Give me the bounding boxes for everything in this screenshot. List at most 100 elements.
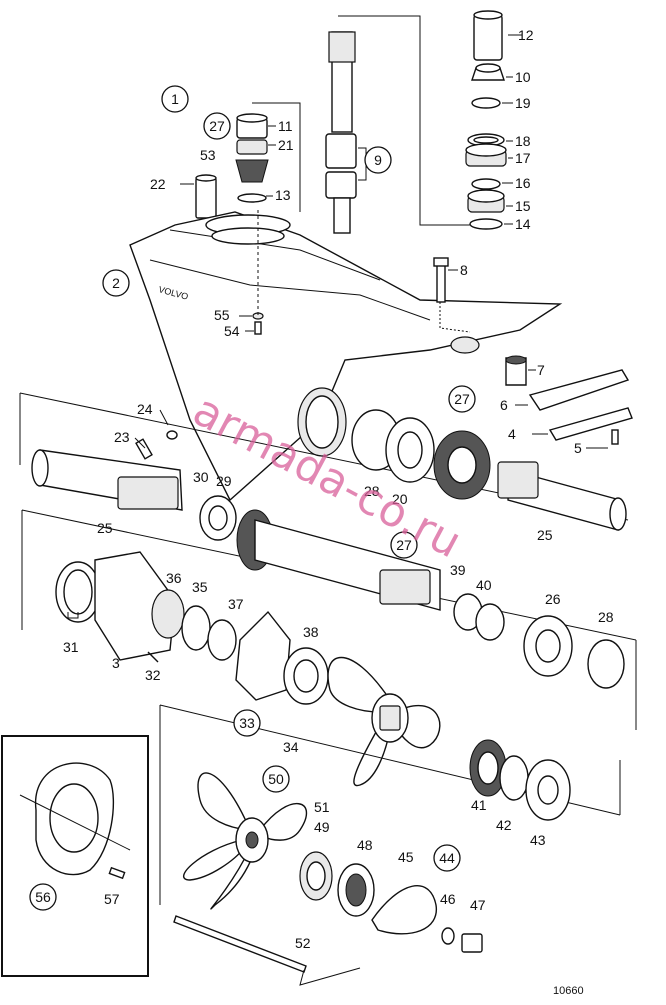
part-number-label: 28 (598, 609, 614, 625)
part-number-label: 6 (500, 397, 508, 413)
callout-circle (203, 112, 231, 140)
circled-part-label: 56 (29, 883, 57, 911)
part-number-label: 45 (398, 849, 414, 865)
circled-part-label: 9 (364, 146, 392, 174)
callout-circle-number: 27 (454, 391, 470, 407)
callout-circle-number: 9 (374, 152, 382, 168)
circled-part-label: 1 (161, 85, 189, 113)
callout-circle (233, 709, 261, 737)
part-number-label: 51 (314, 799, 330, 815)
part-number-label: 24 (137, 401, 153, 417)
part-number-label: 3 (112, 655, 120, 671)
part-number-label: 22 (150, 176, 166, 192)
part-number-label: 26 (545, 591, 561, 607)
part-number-label: 17 (515, 150, 531, 166)
callout-circle (364, 146, 392, 174)
circled-part-label: 44 (433, 844, 461, 872)
part-number-label: 42 (496, 817, 512, 833)
part-number-label: 53 (200, 147, 216, 163)
circled-part-label: 33 (233, 709, 261, 737)
propeller-front (327, 657, 441, 787)
part-number-label: 25 (537, 527, 553, 543)
callout-layer: 1210191817161514112113225385554764524232… (63, 27, 614, 951)
nut-cone-row (299, 851, 483, 953)
part-number-label: 32 (145, 667, 161, 683)
circled-part-label: 27 (203, 112, 231, 140)
part-number-label: 47 (470, 897, 486, 913)
part-number-label: 40 (476, 577, 492, 593)
part-number-label: 41 (471, 797, 487, 813)
part-number-label: 23 (114, 429, 130, 445)
circled-part-label: 50 (262, 765, 290, 793)
drawing-number: 10660 (553, 985, 584, 997)
part-number-label: 10 (515, 69, 531, 85)
circled-part-label: 27 (390, 531, 418, 559)
part-number-label: 14 (515, 216, 531, 232)
part-number-label: 5 (574, 440, 582, 456)
part-number-label: 54 (224, 323, 240, 339)
part-number-label: 49 (314, 819, 330, 835)
part-number-label: 37 (228, 596, 244, 612)
callout-circle-number: 44 (439, 850, 455, 866)
callout-circle (433, 844, 461, 872)
part-number-label: 16 (515, 175, 531, 191)
callout-circle-number: 27 (209, 118, 225, 134)
callout-circle-number: 50 (268, 771, 284, 787)
callout-circle-number: 2 (112, 275, 120, 291)
part-number-label: 34 (283, 739, 299, 755)
callout-circle-number: 33 (239, 715, 255, 731)
callout-circle (29, 883, 57, 911)
part-number-label: 36 (166, 570, 182, 586)
pinion-stack (235, 102, 301, 212)
callout-circle-number: 1 (171, 91, 179, 107)
part-number-label: 29 (216, 473, 232, 489)
callout-circle (102, 269, 130, 297)
callout-circle (262, 765, 290, 793)
propeller-rear (183, 772, 307, 910)
callout-circle (161, 85, 189, 113)
circled-part-label: 2 (102, 269, 130, 297)
part-number-label: 25 (97, 520, 113, 536)
part-number-label: 15 (515, 198, 531, 214)
callout-circle (448, 385, 476, 413)
bearing-housing-row (55, 551, 329, 705)
part-number-label: 21 (278, 137, 294, 153)
part-number-label: 8 (460, 262, 468, 278)
part-number-label: 12 (518, 27, 534, 43)
drive-shaft-9 (325, 15, 470, 234)
part-number-label: 39 (450, 562, 466, 578)
inset-box (1, 735, 149, 977)
callout-circle-number: 27 (396, 537, 412, 553)
callout-circle (390, 531, 418, 559)
part-number-label: 11 (278, 118, 293, 134)
part-number-label: 19 (515, 95, 531, 111)
sleeve-22 (180, 174, 217, 219)
part-number-label: 13 (275, 187, 291, 203)
upper-shaft-row (19, 392, 629, 531)
part-number-label: 38 (303, 624, 319, 640)
part-number-label: 48 (357, 837, 373, 853)
part-number-label: 4 (508, 426, 516, 442)
part-number-label: 30 (193, 469, 209, 485)
rear-hub-row (159, 704, 621, 905)
part-number-label: 35 (192, 579, 208, 595)
small-parts-right (239, 210, 633, 449)
part-number-label: 57 (104, 891, 120, 907)
part-number-label: 7 (537, 362, 545, 378)
circled-part-label: 27 (448, 385, 476, 413)
part-number-label: 28 (364, 483, 380, 499)
tool-52 (173, 915, 361, 986)
part-number-label: 43 (530, 832, 546, 848)
gear-housing: VOLVO (129, 211, 563, 502)
callout-circle-number: 56 (35, 889, 51, 905)
part-number-label: 52 (295, 935, 311, 951)
part-number-label: 31 (63, 639, 79, 655)
part-number-label: 55 (214, 307, 230, 323)
part-number-label: 46 (440, 891, 456, 907)
part-number-label: 20 (392, 491, 408, 507)
part-number-label: 18 (515, 133, 531, 149)
top-right-stack (465, 10, 522, 230)
